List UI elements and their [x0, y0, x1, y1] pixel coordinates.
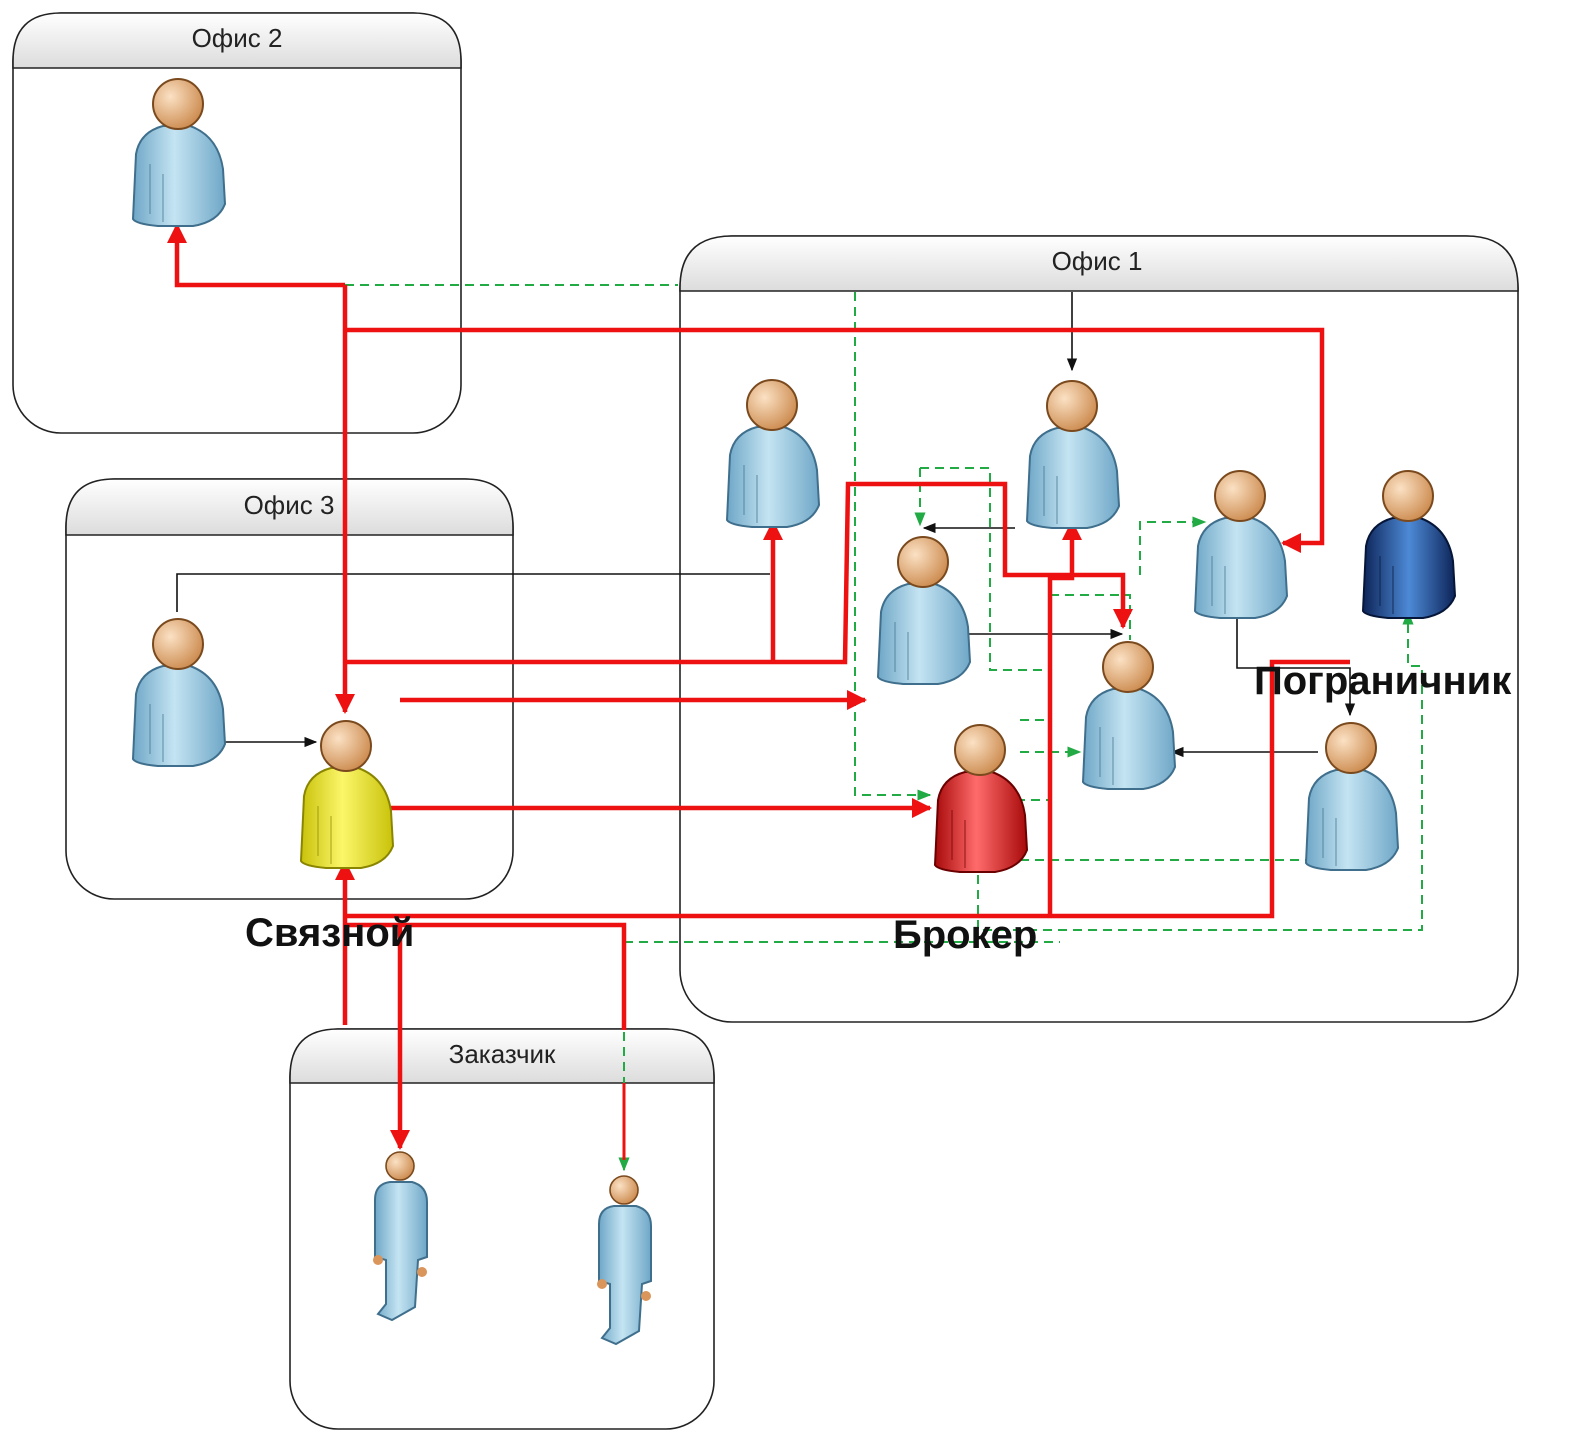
- green-dashed-connectors: [345, 284, 1423, 1172]
- user-icon-head: [152, 618, 204, 670]
- user-icon-head: [152, 78, 204, 130]
- office2-person[interactable]: [131, 78, 227, 227]
- border-guard-person[interactable]: [1304, 722, 1400, 871]
- customer-person-left[interactable]: [373, 1151, 428, 1322]
- primary-link: [345, 481, 1134, 665]
- broker-label: Брокер: [893, 913, 1037, 957]
- user-icon-body: [725, 426, 821, 528]
- office2-header: [12, 12, 462, 69]
- standing-person-icon-hand: [641, 1291, 651, 1301]
- user-icon-head: [1214, 470, 1266, 522]
- user-icon-head: [897, 536, 949, 588]
- office3-group: Офис 3: [65, 478, 514, 900]
- user-icon-fold: [1379, 556, 1394, 614]
- broker-person[interactable]: [933, 724, 1029, 873]
- user-icon-body: [1193, 517, 1289, 619]
- user-icon-body: [299, 767, 395, 869]
- office3-person[interactable]: [131, 618, 227, 767]
- standing-person-icon-head: [609, 1175, 639, 1205]
- customer-person-right[interactable]: [597, 1175, 652, 1346]
- office1-group: Офис 1: [679, 235, 1519, 1023]
- user-icon-fold: [1322, 808, 1337, 866]
- office1-person-right[interactable]: [1193, 470, 1289, 619]
- office1-person-left[interactable]: [725, 379, 821, 528]
- border-guard-label: Пограничник: [1254, 659, 1512, 703]
- primary-link: [345, 659, 1350, 919]
- office1-person-top[interactable]: [1025, 380, 1121, 529]
- office2-title: Офис 2: [192, 23, 283, 53]
- office3-title: Офис 3: [244, 490, 335, 520]
- user-icon-head: [1325, 722, 1377, 774]
- user-icon-head: [1102, 641, 1154, 693]
- courier-label: Связной: [245, 911, 414, 955]
- user-icon-fold: [1043, 466, 1058, 524]
- user-icon-head: [746, 379, 798, 431]
- people-layer: [131, 78, 1457, 1346]
- primary-link: [345, 327, 1325, 554]
- user-icon-fold: [317, 806, 332, 864]
- user-icon-head: [954, 724, 1006, 776]
- office1-person-dark[interactable]: [1361, 470, 1457, 619]
- office1-person-middle[interactable]: [876, 536, 972, 685]
- user-icon-fold: [951, 810, 966, 868]
- customer-header: [289, 1028, 715, 1084]
- user-icon-fold: [894, 622, 909, 680]
- primary-link: [166, 222, 345, 288]
- standing-person-icon-head: [385, 1151, 415, 1181]
- office1-person-lower[interactable]: [1081, 641, 1177, 790]
- green-link: [920, 467, 1045, 671]
- user-icon-fold: [743, 465, 758, 523]
- standing-person-icon-hand: [597, 1279, 607, 1289]
- green-link: [1020, 719, 1051, 801]
- standing-person-icon-hand: [373, 1255, 383, 1265]
- user-icon-body: [876, 583, 972, 685]
- green-link: [1139, 516, 1207, 575]
- user-icon-body: [1025, 427, 1121, 529]
- user-icon-fold: [149, 164, 164, 222]
- standing-person-icon-body: [374, 1181, 428, 1322]
- office3-header: [65, 478, 514, 536]
- office1-header: [679, 235, 1519, 292]
- primary-link: [1047, 519, 1083, 916]
- black-connectors: [176, 292, 1356, 758]
- user-icon-fold: [149, 704, 164, 762]
- primary-link: [345, 922, 627, 1030]
- office3-frame: [65, 478, 514, 900]
- standing-person-icon-body: [598, 1205, 652, 1346]
- user-icon-head: [1046, 380, 1098, 432]
- customer-title: Заказчик: [449, 1039, 556, 1069]
- user-icon-body: [131, 665, 227, 767]
- red-connectors: [166, 222, 1350, 1160]
- user-icon-head: [1382, 470, 1434, 522]
- control-link: [176, 573, 770, 612]
- office1-title: Офис 1: [1052, 246, 1143, 276]
- user-icon-fold: [1099, 727, 1114, 785]
- user-icon-body: [1361, 517, 1457, 619]
- standing-person-icon-hand: [417, 1267, 427, 1277]
- user-icon-head: [320, 720, 372, 772]
- green-link: [977, 610, 1423, 931]
- user-icon-body: [1304, 769, 1400, 871]
- user-icon-body: [1081, 688, 1177, 790]
- control-link: [1236, 610, 1356, 717]
- office2-group: Офис 2: [12, 12, 462, 434]
- user-icon-body: [933, 771, 1029, 873]
- office2-frame: [12, 12, 462, 434]
- courier-person[interactable]: [299, 720, 395, 869]
- office1-frame: [679, 235, 1519, 1023]
- green-link: [854, 292, 932, 801]
- user-icon-fold: [1211, 556, 1226, 614]
- user-icon-body: [131, 125, 227, 227]
